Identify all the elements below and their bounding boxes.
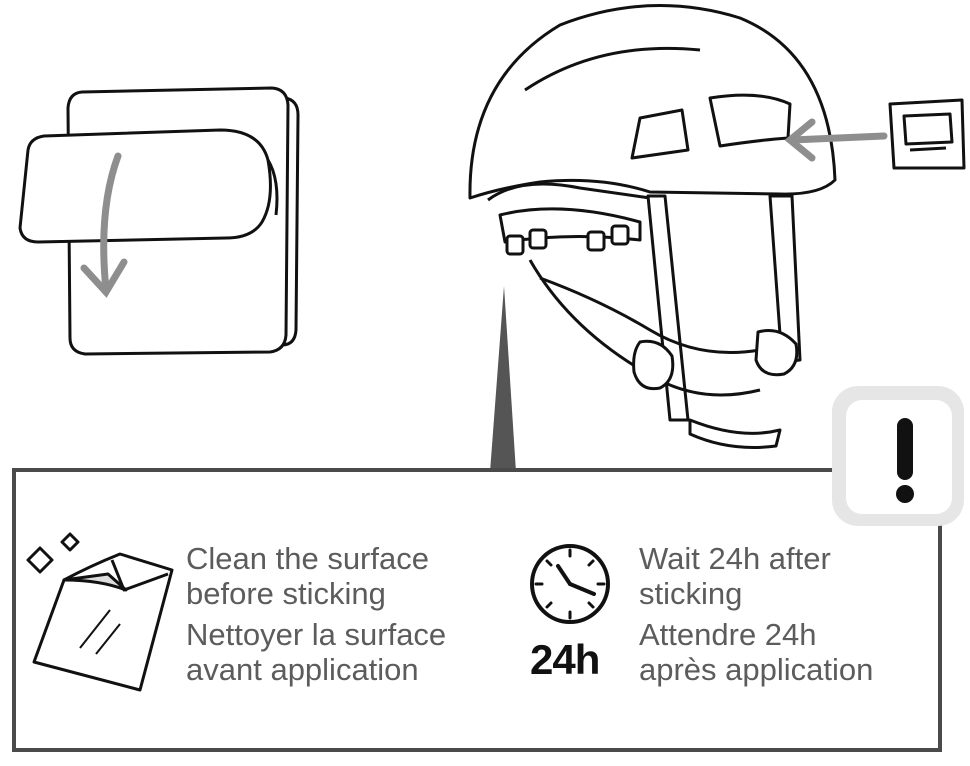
hours-label: 24h [530, 636, 600, 683]
clean-instruction-fr: Nettoyer la surface avant application [186, 617, 446, 687]
pointer-triangle [490, 286, 516, 472]
wait-fr-line2: après application [639, 652, 874, 687]
wait-fr-line1: Attendre 24h [639, 617, 817, 652]
warning-badge [832, 386, 964, 526]
instructions-panel [12, 468, 942, 752]
attach-arrow-icon [784, 118, 888, 162]
clean-en-line1: Clean the surface [186, 541, 429, 576]
wait-instruction-fr: Attendre 24h après application [639, 617, 873, 687]
exclamation-icon [896, 418, 914, 503]
clean-fr-line2: avant application [186, 652, 419, 687]
cleaning-cloth-sparkle-icon [26, 532, 174, 692]
clock-icon [530, 544, 610, 624]
sticker-peel-illustration [18, 86, 300, 356]
helmet-illustration [468, 4, 837, 449]
clean-en-line2: before sticking [186, 576, 386, 611]
wait-instruction-en: Wait 24h after sticking [639, 541, 831, 611]
clean-fr-line1: Nettoyer la surface [186, 617, 447, 652]
wait-en-line2: sticking [639, 576, 743, 611]
wait-en-line1: Wait 24h after [639, 541, 831, 576]
peel-arrow-icon [80, 152, 128, 298]
clean-instruction-en: Clean the surface before sticking [186, 541, 429, 611]
sticker-clip-illustration [888, 98, 966, 170]
